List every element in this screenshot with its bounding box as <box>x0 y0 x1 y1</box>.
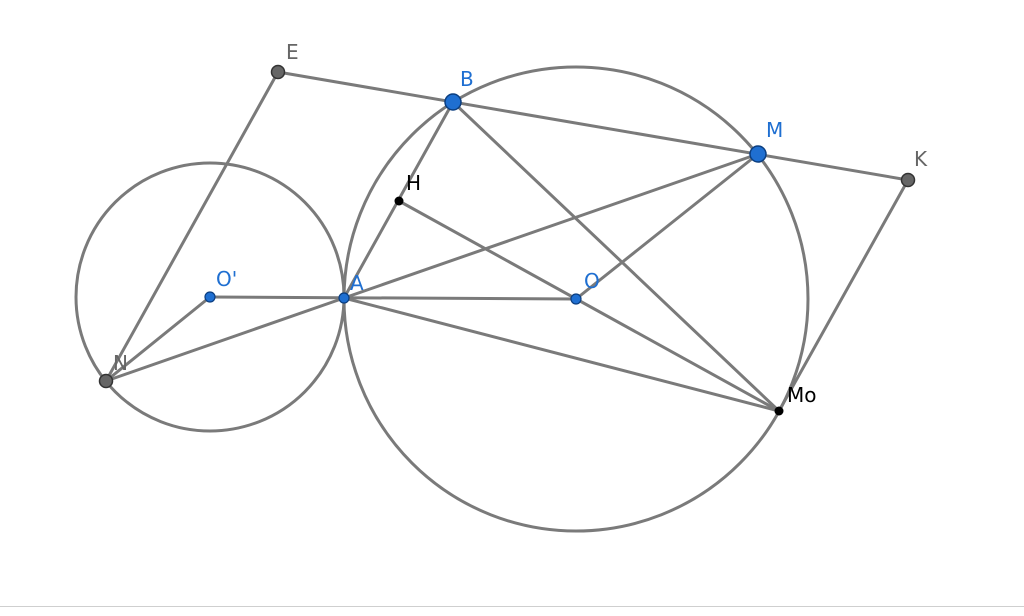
segment-h-mo <box>397 199 781 413</box>
point-a[interactable] <box>338 292 350 304</box>
segment-b-mo <box>451 100 781 413</box>
label-m: M <box>766 118 783 142</box>
label-o-prime: O' <box>216 267 237 291</box>
segment-n-a <box>104 296 346 383</box>
point-e[interactable] <box>270 64 286 80</box>
segment-k-mo <box>777 178 910 413</box>
label-b: B <box>460 67 474 91</box>
label-n: N <box>113 351 128 375</box>
segment-a-mo <box>342 296 781 413</box>
label-h: H <box>406 171 421 195</box>
label-mo: Mo <box>787 383 817 407</box>
segments <box>104 70 910 413</box>
label-k: K <box>914 147 928 171</box>
segment-n-o-prime <box>104 295 212 383</box>
point-m[interactable] <box>749 145 767 163</box>
bottom-divider <box>0 606 1024 607</box>
point-k[interactable] <box>900 172 916 188</box>
label-o: O <box>584 269 600 293</box>
segment-o-prime-o <box>208 295 578 301</box>
label-a: A <box>350 271 364 295</box>
point-o[interactable] <box>570 293 582 305</box>
point-n[interactable] <box>98 373 114 389</box>
segment-a-m <box>342 152 760 300</box>
point-o-prime[interactable] <box>204 291 216 303</box>
point-mo[interactable] <box>774 406 784 416</box>
segment-o-m <box>574 152 760 301</box>
segment-e-n <box>104 70 280 383</box>
point-b[interactable] <box>444 93 462 111</box>
point-h[interactable] <box>394 196 404 206</box>
segment-e-k <box>276 70 910 182</box>
point-labels: E B M K H O' A O N Mo <box>113 40 928 407</box>
point-markers <box>98 64 916 416</box>
label-e: E <box>286 40 299 64</box>
